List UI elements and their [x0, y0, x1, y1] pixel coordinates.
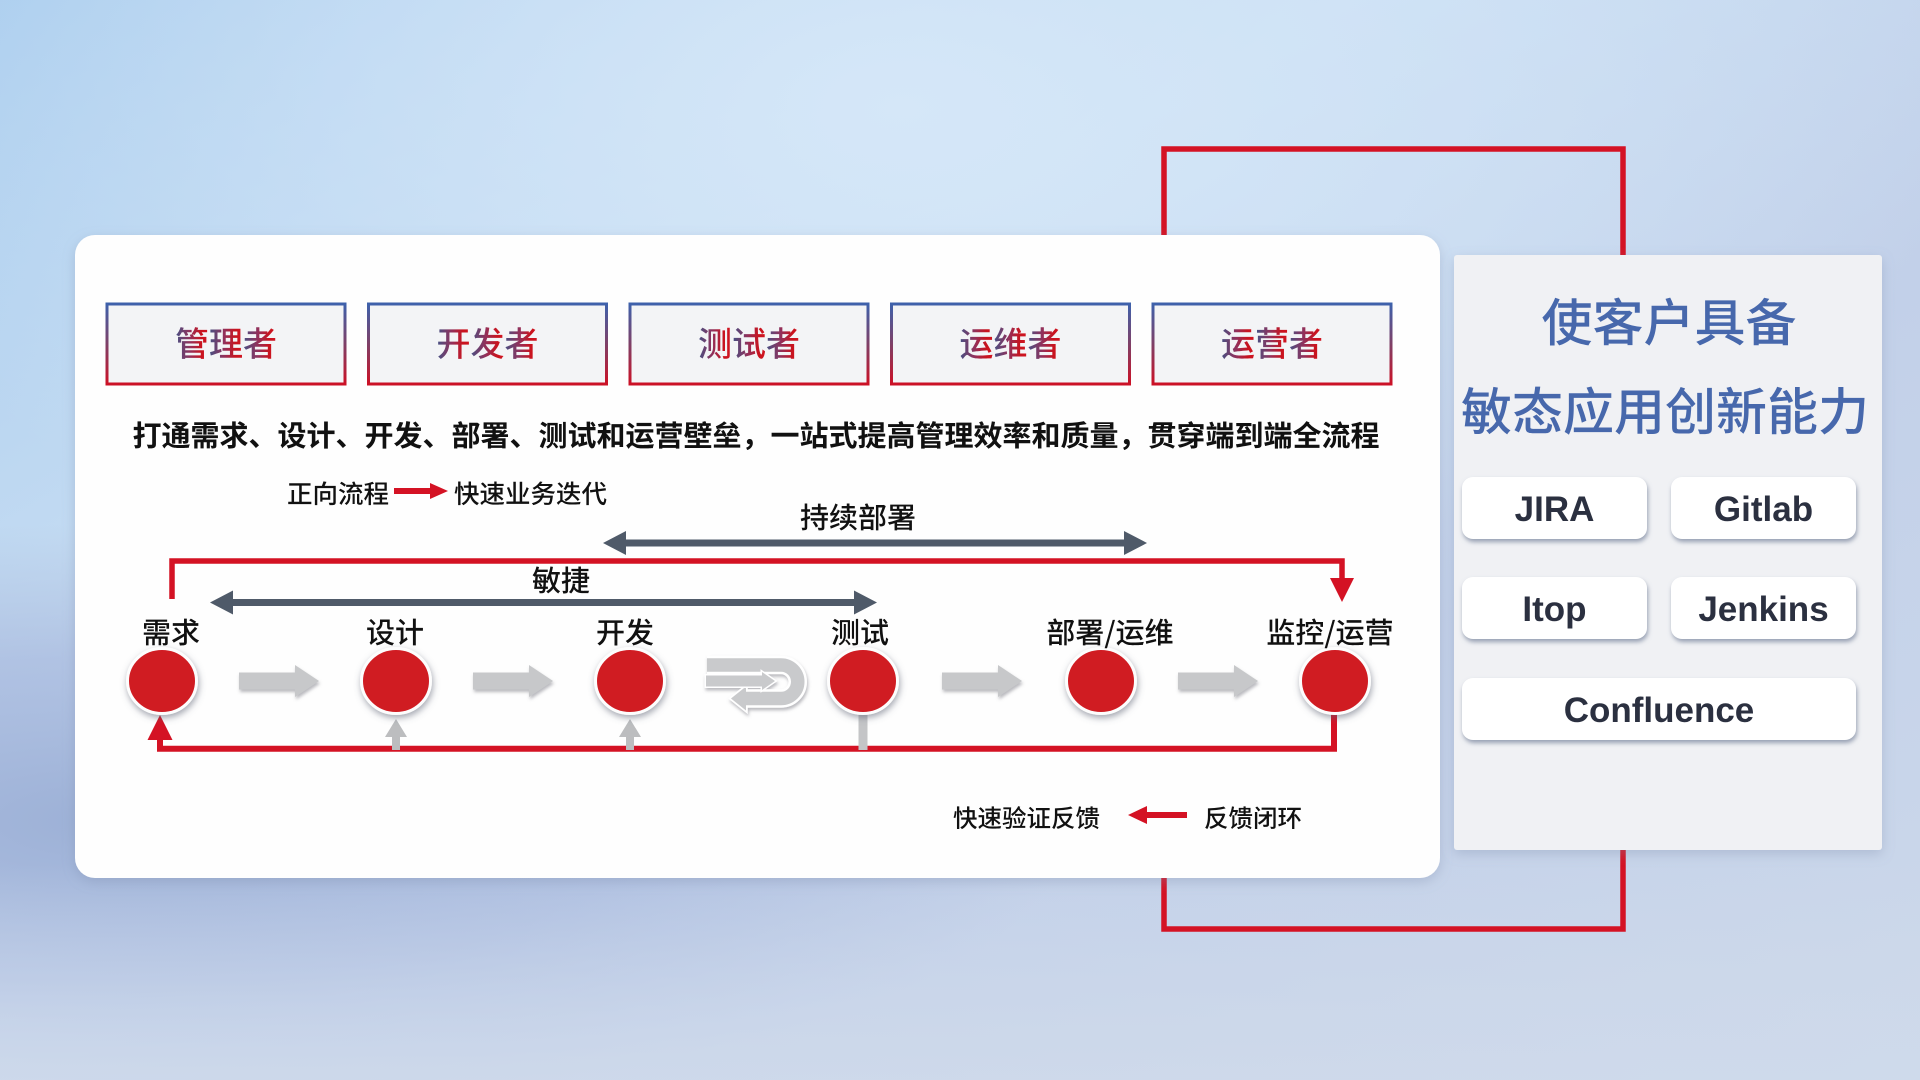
svg-text:Confluence: Confluence: [1564, 691, 1755, 730]
svg-text:Itop: Itop: [1522, 590, 1586, 629]
svg-text:Gitlab: Gitlab: [1714, 490, 1813, 529]
svg-text:Jenkins: Jenkins: [1698, 590, 1828, 629]
svg-text:JIRA: JIRA: [1515, 490, 1595, 529]
